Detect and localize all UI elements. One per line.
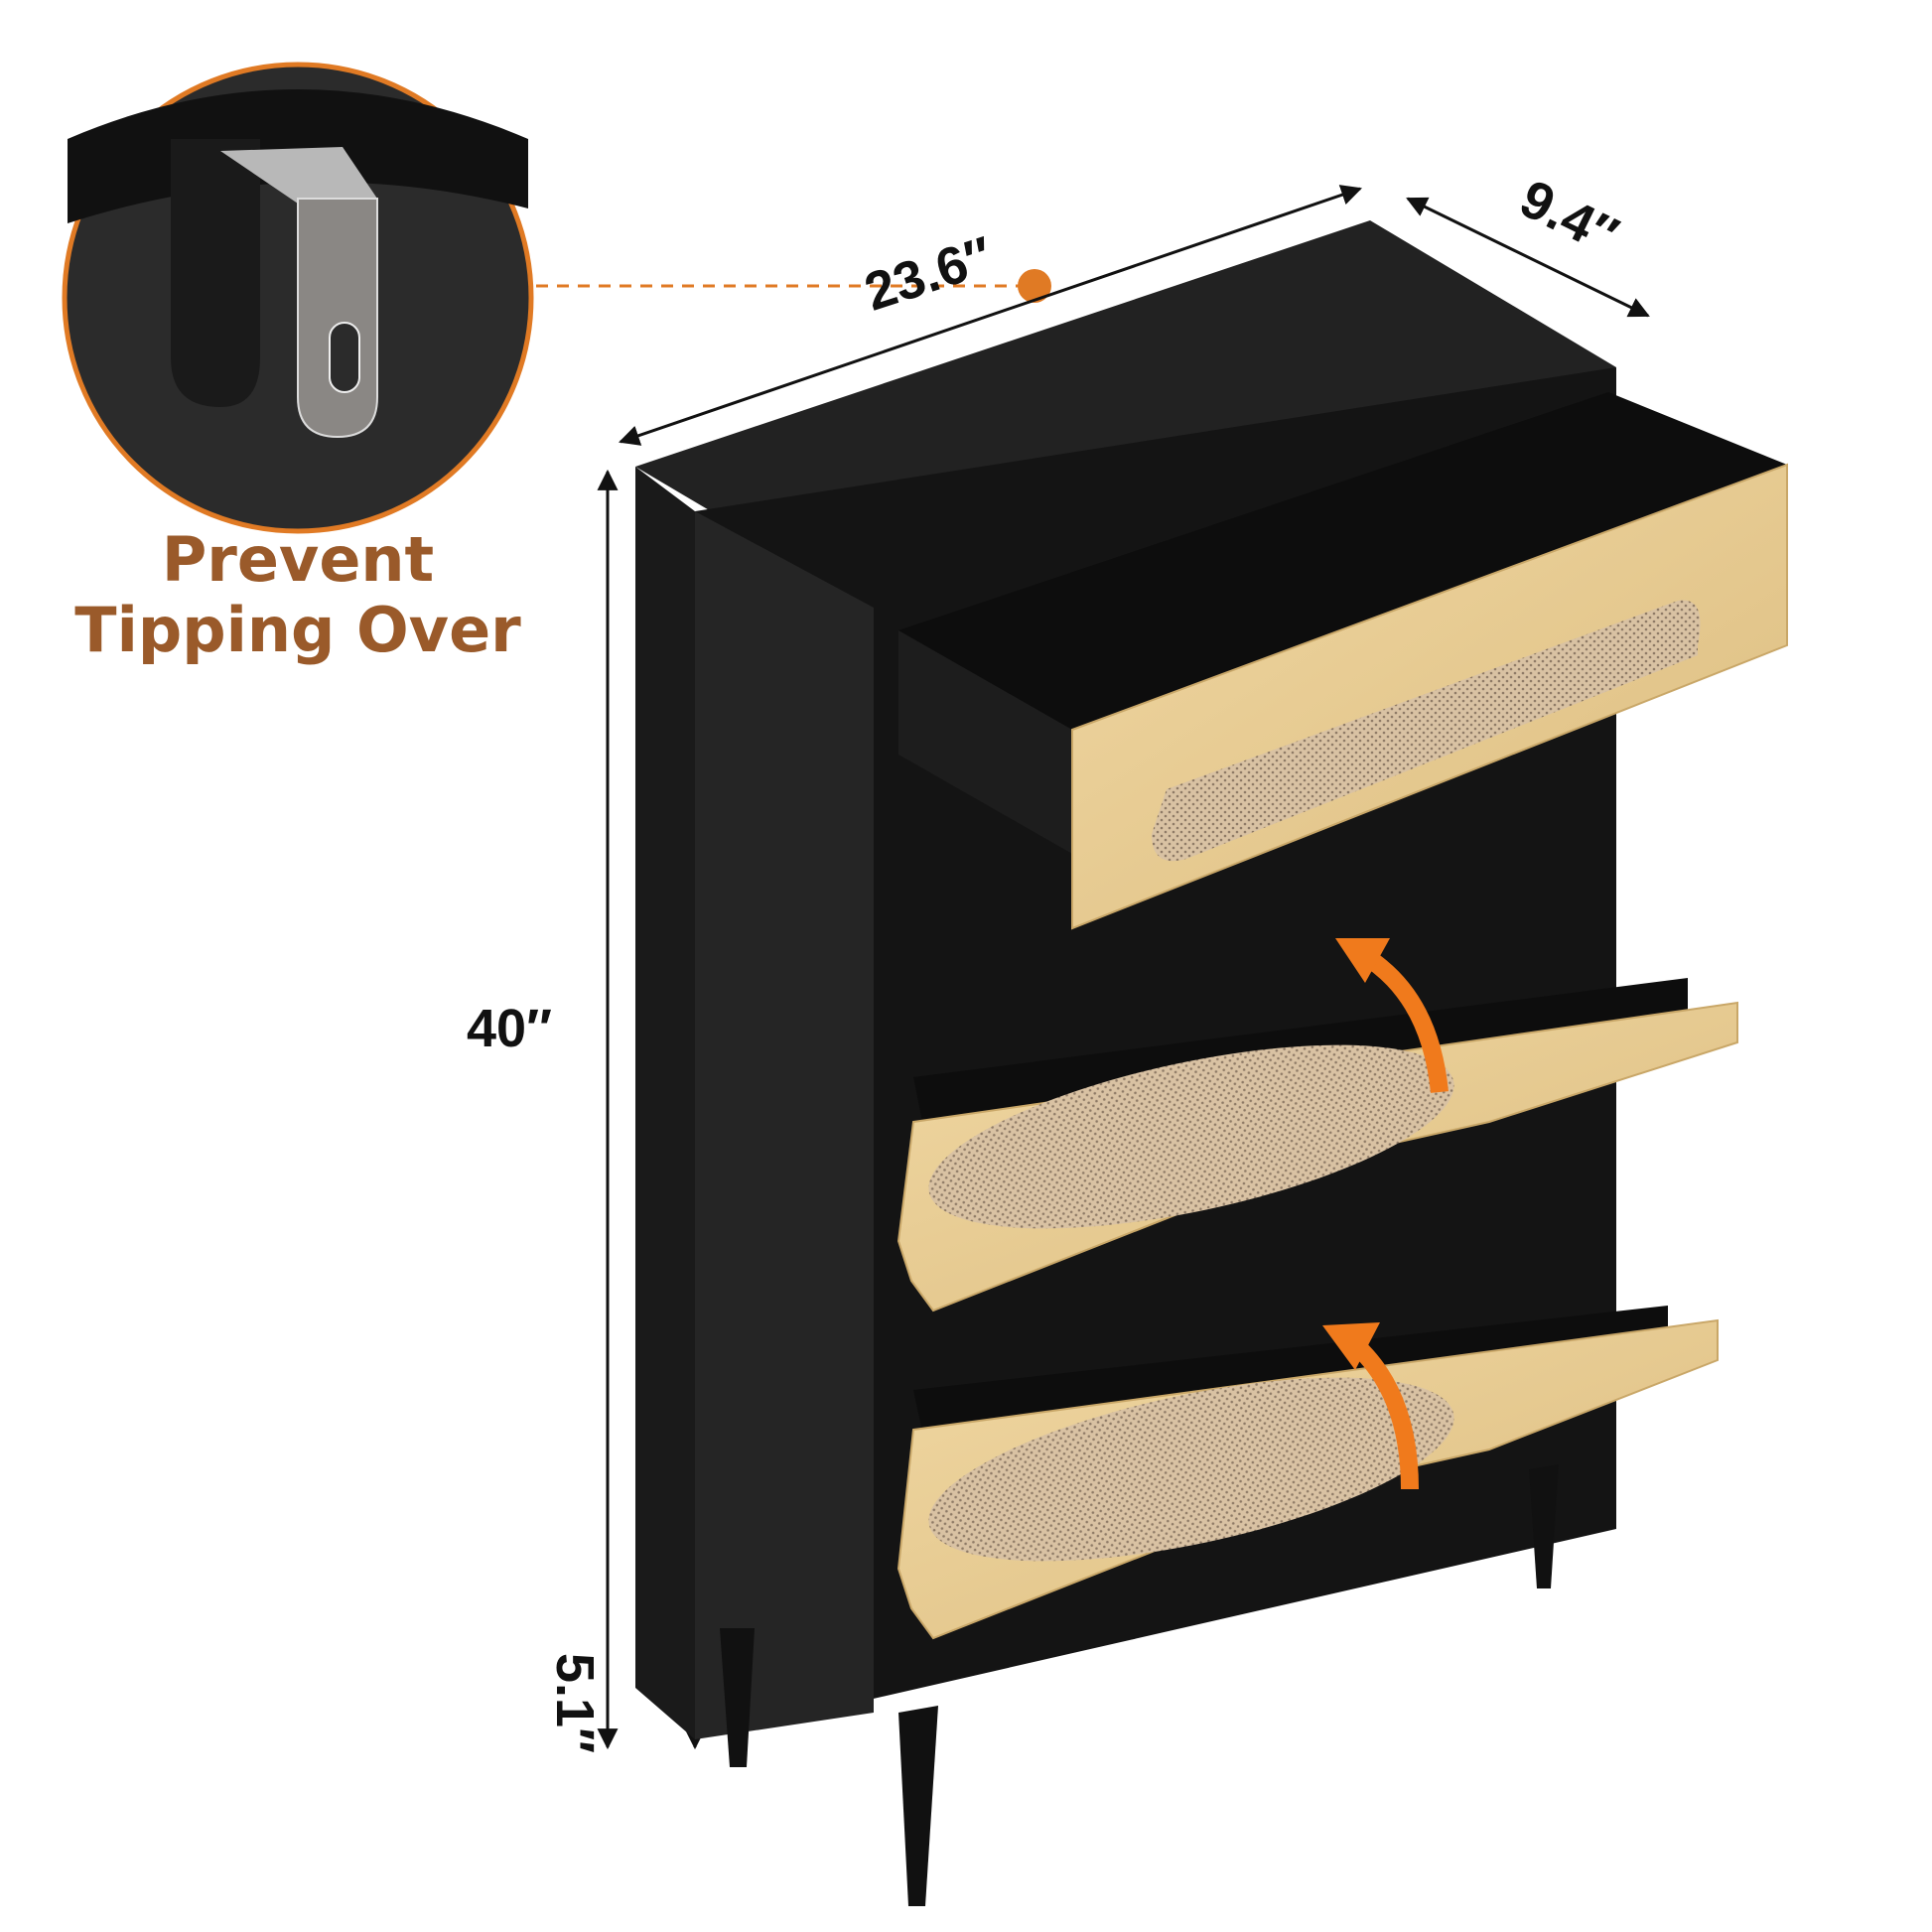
leg-height-label: 5.1″ [545, 1653, 605, 1753]
callout-anchor-dot [1018, 269, 1051, 303]
width-dimension-line [619, 185, 1362, 446]
flip-arrow-icon-2 [1322, 1322, 1380, 1370]
top-drawer [898, 392, 1788, 930]
flip-arrow-icon [1335, 938, 1390, 983]
anti-tip-label-line2: Tipping Over [74, 594, 521, 667]
anti-tip-label: Prevent Tipping Over [60, 524, 536, 666]
flip-compartment-upper [897, 938, 1738, 1312]
anti-tip-bracket-icon [220, 147, 378, 439]
height-label: 40″ [467, 999, 552, 1058]
flip-compartment-lower [897, 1306, 1719, 1640]
anti-tip-callout-circle [62, 62, 534, 534]
depth-dimension-line [1406, 197, 1650, 318]
anti-tip-label-line1: Prevent [161, 523, 435, 596]
